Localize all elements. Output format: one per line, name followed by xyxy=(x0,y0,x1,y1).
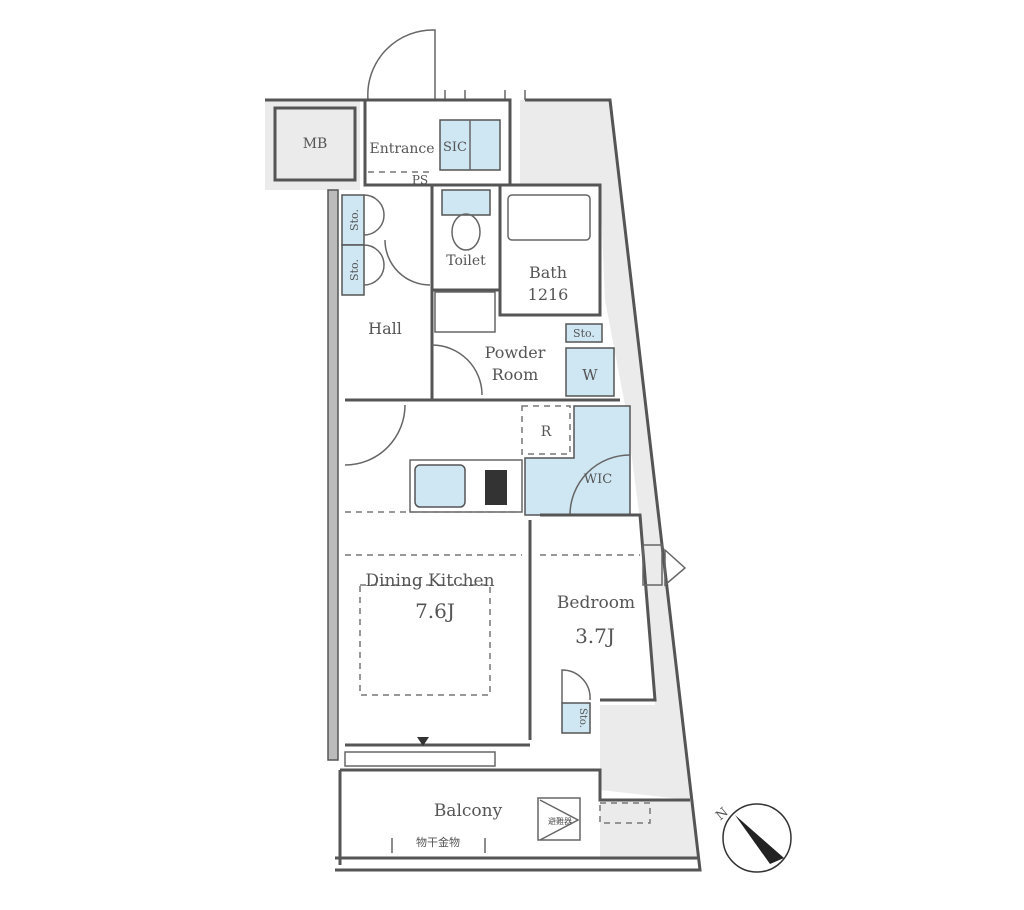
label-mb: MB xyxy=(303,136,328,152)
label-washer: W xyxy=(582,366,598,384)
stove-icon xyxy=(485,470,507,505)
label-wic: WIC xyxy=(584,472,612,487)
label-ps: PS xyxy=(412,173,428,187)
label-sto-2: Sto. xyxy=(348,259,361,281)
label-sto-1: Sto. xyxy=(348,209,361,231)
label-dining-kitchen: Dining Kitchen xyxy=(365,571,494,591)
label-laundry-hardware: 物干金物 xyxy=(416,835,460,849)
left-wall xyxy=(327,189,339,761)
label-toilet: Toilet xyxy=(446,253,486,269)
bedroom-walls xyxy=(540,513,657,702)
label-sto-3: Sto. xyxy=(573,327,595,340)
bathtub-icon xyxy=(507,194,591,241)
label-sto-4: Sto. xyxy=(577,708,588,728)
storage-4 xyxy=(561,702,591,734)
window-vent xyxy=(642,544,663,586)
label-balcony: Balcony xyxy=(434,801,503,821)
balcony-window[interactable] xyxy=(344,751,496,767)
washbasin xyxy=(434,291,496,333)
kitchen-sink-icon xyxy=(414,464,466,508)
washer-space xyxy=(565,347,615,397)
storage-3 xyxy=(565,323,603,343)
powder-room-door xyxy=(431,344,483,396)
label-bedroom-size: 3.7J xyxy=(575,624,615,648)
exterior-area xyxy=(520,100,700,860)
evacuation-hatch-mark xyxy=(539,799,580,841)
label-north: N xyxy=(713,805,731,824)
north-arrow-icon: N xyxy=(713,803,792,873)
entrance-door xyxy=(367,29,436,101)
vent-icon xyxy=(664,548,687,587)
walk-in-closet xyxy=(524,405,631,516)
toilet-tank xyxy=(441,189,491,216)
balcony-wall xyxy=(340,768,690,802)
meter-box xyxy=(273,106,357,182)
label-sic: SIC xyxy=(443,140,467,155)
label-bath: Bath xyxy=(529,263,567,282)
mb-wall-area xyxy=(265,100,360,190)
evacuation-hatch xyxy=(537,797,581,841)
refrigerator-space xyxy=(521,405,571,455)
label-hall: Hall xyxy=(368,319,402,338)
toilet-door xyxy=(384,239,431,286)
bedroom-storage-door xyxy=(561,669,591,703)
label-dining-kitchen-size: 7.6J xyxy=(415,599,455,623)
bath-room xyxy=(498,183,602,317)
label-entrance: Entrance xyxy=(369,141,434,157)
storage-doors xyxy=(363,194,385,286)
label-bedroom: Bedroom xyxy=(557,593,635,613)
label-powder: Powder xyxy=(485,343,546,362)
label-bath-size: 1216 xyxy=(528,285,569,304)
wic-door xyxy=(569,454,631,516)
label-room: Room xyxy=(492,365,538,384)
label-refrigerator: R xyxy=(541,424,552,440)
outdoor-unit xyxy=(599,802,651,824)
hall-door xyxy=(344,404,406,466)
label-evacuation: 避難器 xyxy=(548,816,572,826)
toilet-bowl-icon xyxy=(451,213,481,251)
entrance-marker-icon xyxy=(417,737,429,746)
outer-wall xyxy=(335,98,702,872)
storage-2 xyxy=(341,244,365,296)
